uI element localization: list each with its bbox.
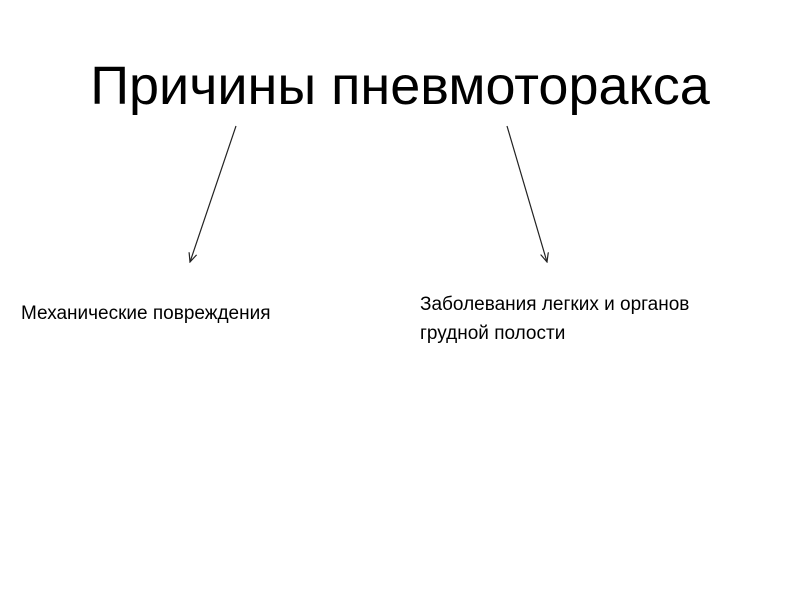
slide-title: Причины пневмоторакса [90, 56, 710, 116]
cause-mechanical-injuries: Механические повреждения [21, 299, 271, 328]
cause-mechanical-injuries-text: Механические повреждения [21, 303, 271, 324]
arrow-to-mechanical-injuries [190, 125, 237, 262]
arrow-to-lung-diseases [506, 125, 547, 262]
cause-lung-diseases-line-2: грудной полости [420, 323, 566, 344]
cause-lung-and-chest-diseases: Заболевания легких и органов грудной пол… [420, 290, 689, 348]
cause-lung-diseases-line-1: Заболевания легких и органов [420, 294, 690, 315]
